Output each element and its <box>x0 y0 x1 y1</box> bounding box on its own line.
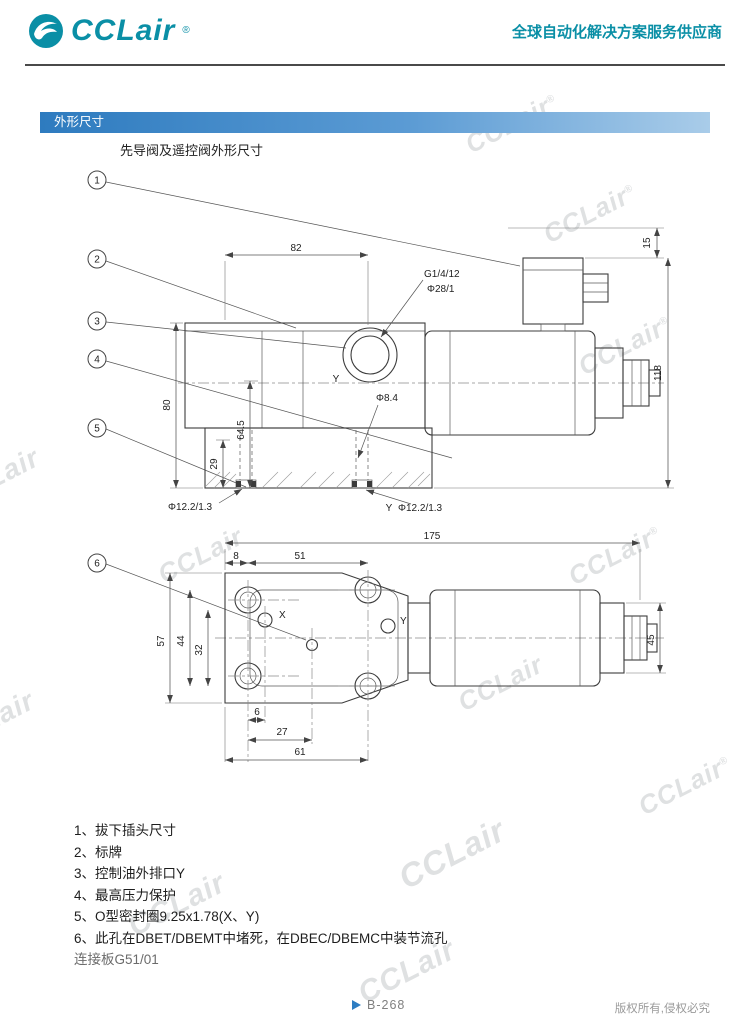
brand-registered-icon: ® <box>182 25 190 36</box>
svg-text:5: 5 <box>94 424 100 435</box>
svg-text:6: 6 <box>94 559 100 570</box>
cclair-logo-icon <box>29 14 63 48</box>
page-number-text: B-268 <box>367 998 406 1012</box>
dim-8: 8 <box>233 551 239 562</box>
plug-terminal <box>582 273 609 303</box>
port-y-boss <box>342 327 398 383</box>
callout-3: 3 <box>87 311 347 349</box>
note-line-5: 5、O型密封圈9.25x1.78(X、Y) <box>74 909 260 924</box>
port-y-label: Y <box>333 374 340 385</box>
port-x-label: X <box>279 610 286 621</box>
callout-2: 2 <box>87 249 297 329</box>
section-title: 外形尺寸 <box>54 115 105 129</box>
mounting-plate <box>224 572 409 704</box>
callout-6: 6 <box>87 553 307 641</box>
dim-45: 45 <box>646 634 657 646</box>
note-line-3: 3、控制油外排口Y <box>74 866 186 881</box>
brand-logo: CCLair ® <box>28 13 190 49</box>
drawing-subtitle: 先导阀及遥控阀外形尺寸 <box>120 143 264 158</box>
callouts: 1 2 3 4 5 6 <box>87 170 521 641</box>
dim-6: 6 <box>254 707 260 718</box>
dim-82: 82 <box>290 243 302 254</box>
technical-drawing: 1 2 3 4 5 6 <box>87 170 674 763</box>
dim-27: 27 <box>276 727 288 738</box>
upper-view <box>178 257 664 489</box>
svg-text:4: 4 <box>94 355 100 366</box>
dim-118: 118 <box>653 365 664 381</box>
upper-dimensions: 82 15 118 80 64.5 29 G1/4/12 Φ28/1 Φ8.4 <box>162 227 674 514</box>
dim-61: 61 <box>294 747 306 758</box>
svg-text:3: 3 <box>94 317 100 328</box>
dim-51: 51 <box>294 551 306 562</box>
dim-44: 44 <box>176 635 187 647</box>
valve-base <box>204 427 433 489</box>
dim-175: 175 <box>424 531 441 542</box>
port-y2-label: Y <box>400 616 407 627</box>
page-marker-icon <box>352 1000 361 1010</box>
header-divider <box>25 64 725 66</box>
solenoid-body <box>424 330 596 436</box>
callout-4: 4 <box>87 349 453 459</box>
copyright-text: 版权所有,侵权必究 <box>614 1003 710 1015</box>
plug-connector <box>522 257 584 325</box>
dim-29: 29 <box>209 458 220 470</box>
lower-dimensions: 175 8 51 57 44 32 45 6 27 61 <box>156 531 666 763</box>
header-tagline: 全球自动化解决方案服务供应商 <box>511 23 722 41</box>
note-line-2: 2、标牌 <box>74 844 123 860</box>
note-line-6: 6、此孔在DBET/DBEMT中堵死，在DBEC/DBEMC中装节流孔 <box>74 930 448 946</box>
note-line-1: 1、拔下插头尺寸 <box>74 823 177 838</box>
brand-name: CCLair <box>71 14 176 47</box>
dim-64-5: 64.5 <box>236 420 247 440</box>
dim-32: 32 <box>194 644 205 656</box>
svg-text:1: 1 <box>94 176 100 187</box>
dim-80: 80 <box>162 399 173 411</box>
dim-phi84: Φ8.4 <box>376 393 398 404</box>
callout-1: 1 <box>87 170 521 267</box>
dim-phi122-bottom: Φ12.2/1.3 <box>398 503 443 514</box>
lower-view: X Y <box>215 570 664 762</box>
dim-phi28: Φ28/1 <box>427 284 455 295</box>
page-number: B-268 <box>352 998 405 1012</box>
bottom-y-label: Y <box>386 503 393 514</box>
note-line-4: 4、最高压力保护 <box>74 887 177 903</box>
notes-list: 1、拔下插头尺寸 2、标牌 3、控制油外排口Y 4、最高压力保护 5、O型密封圈… <box>74 820 714 971</box>
port-y-hole <box>380 618 396 634</box>
svg-text:2: 2 <box>94 255 100 266</box>
page-header: CCLair ® 全球自动化解决方案服务供应商 <box>0 0 750 62</box>
valve-body <box>184 322 426 429</box>
note-connection-plate: 连接板G51/01 <box>74 952 159 967</box>
dim-57: 57 <box>156 635 167 647</box>
dim-g14-thread: G1/4/12 <box>424 269 460 280</box>
dim-phi122-left: Φ12.2/1.3 <box>168 502 213 513</box>
dim-15: 15 <box>642 237 653 249</box>
section-title-bar: 外形尺寸 <box>40 112 710 133</box>
callout-5: 5 <box>87 418 247 488</box>
